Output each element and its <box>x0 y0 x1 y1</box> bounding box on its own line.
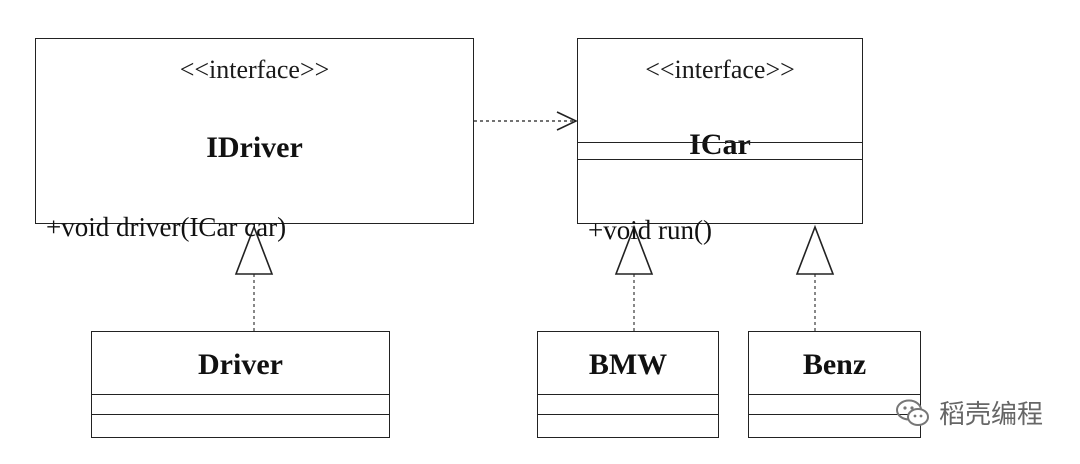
idriver-interface-box: <<interface>> IDriver +void driver(ICar … <box>35 38 474 242</box>
bmw-class-box: BMW <box>537 331 719 438</box>
icar-method: +void run() <box>588 215 712 245</box>
idriver-method: +void driver(ICar car) <box>46 212 287 242</box>
watermark: 稻壳编程 <box>895 394 1043 431</box>
realization-arrow-bmw <box>614 224 654 331</box>
idriver-stereotype: <<interface>> <box>179 55 330 84</box>
icar-stereotype: <<interface>> <box>645 55 795 84</box>
benz-class-name: Benz <box>802 348 867 381</box>
driver-divider-top <box>92 394 389 395</box>
driver-class-name: Driver <box>198 348 283 381</box>
benz-divider-bottom <box>749 414 920 415</box>
realization-arrow-driver <box>234 224 274 331</box>
driver-class-box: Driver <box>91 331 390 438</box>
icar-interface-box: <<interface>> ICar +void run() <box>577 38 863 245</box>
bmw-class-name: BMW <box>588 348 668 381</box>
driver-divider-bottom <box>92 414 389 415</box>
idriver-name: IDriver <box>206 131 303 164</box>
wechat-icon <box>896 399 929 426</box>
dependency-arrow <box>474 111 578 131</box>
realization-arrow-benz <box>795 224 835 331</box>
icar-divider-bottom <box>578 159 862 160</box>
icar-divider-top <box>578 142 862 143</box>
bmw-divider-bottom <box>538 414 718 415</box>
bmw-divider-top <box>538 394 718 395</box>
benz-class-box: Benz <box>748 331 921 438</box>
watermark-text: 稻壳编程 <box>939 400 1044 430</box>
benz-divider-top <box>749 394 920 395</box>
icar-name: ICar <box>689 128 751 161</box>
